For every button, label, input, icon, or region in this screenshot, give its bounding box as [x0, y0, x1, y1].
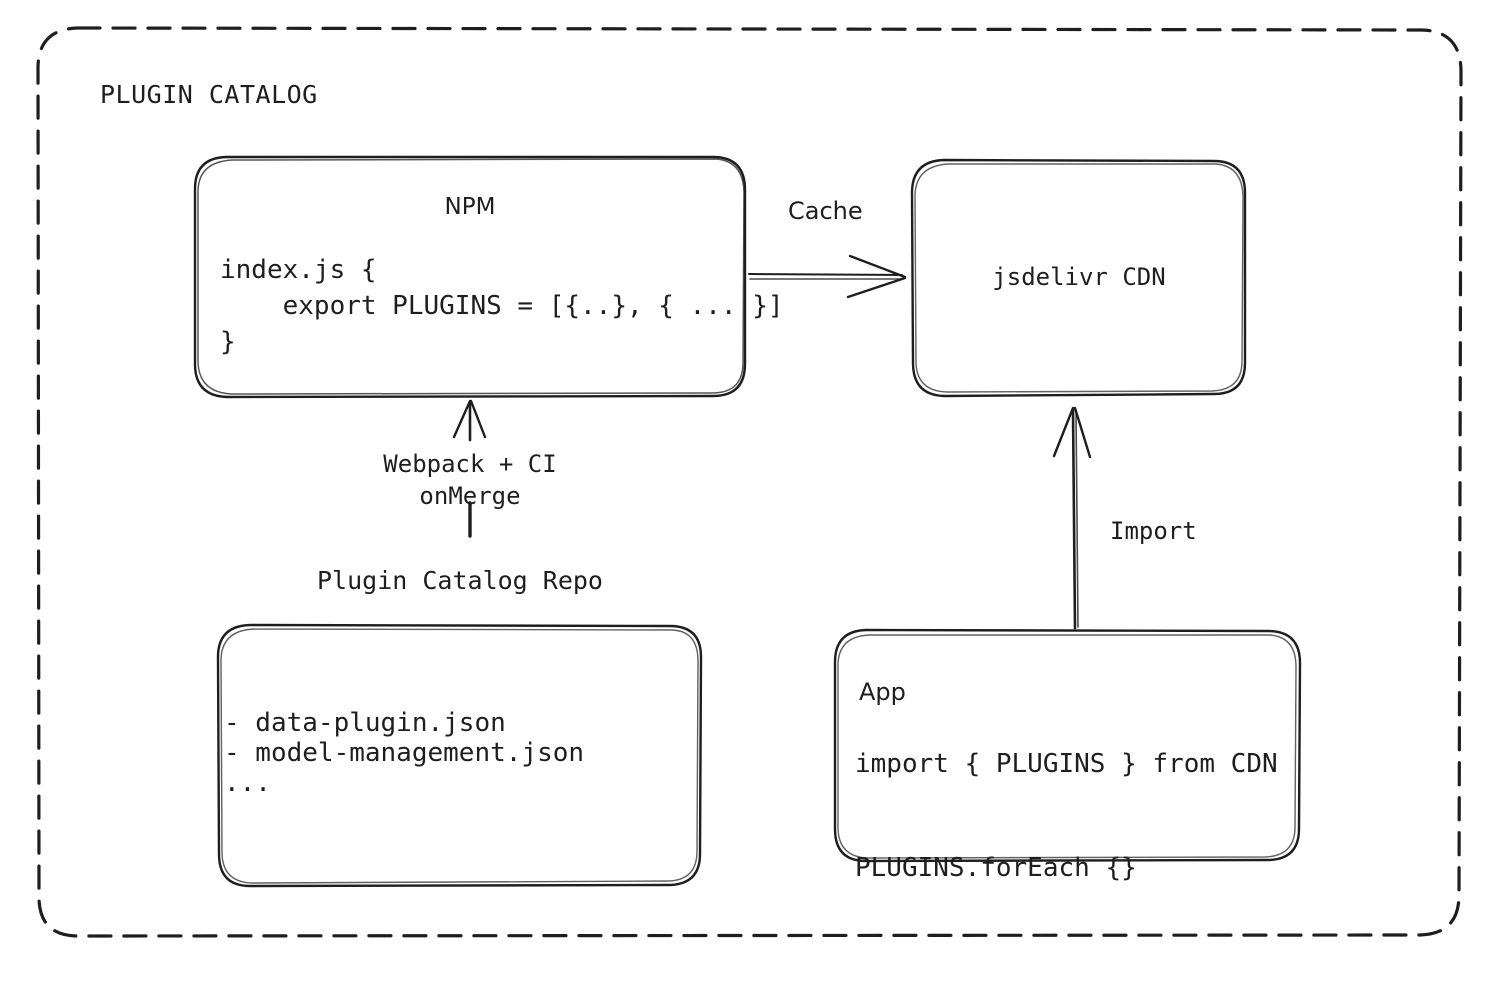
- app-node-title: App: [859, 678, 906, 706]
- group-title: PLUGIN CATALOG: [100, 80, 318, 109]
- npm-node-code: index.js { export PLUGINS = [{..}, { ...…: [220, 255, 784, 357]
- repo-node-items: - data-plugin.json - model-management.js…: [224, 708, 585, 798]
- import-arrow: [1052, 406, 1092, 630]
- repo-node-caption: Plugin Catalog Repo: [317, 566, 603, 595]
- cdn-node-title: jsdelivr CDN: [992, 263, 1166, 291]
- app-node-code: import { PLUGINS } from CDN PLUGINS.forE…: [855, 749, 1278, 883]
- import-edge-label: Import: [1110, 517, 1197, 545]
- npm-node-title: NPM: [444, 194, 496, 220]
- cache-edge-label: Cache: [788, 197, 863, 225]
- build-edge-label: Webpack + CI onMerge: [383, 450, 557, 510]
